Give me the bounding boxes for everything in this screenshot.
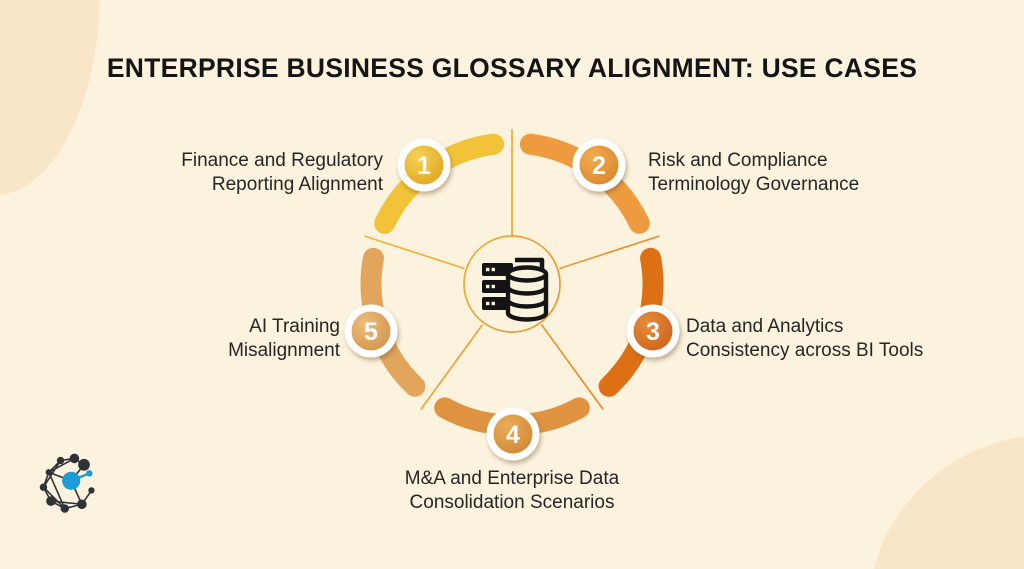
server-leds	[486, 267, 495, 306]
badge-5-disc	[351, 311, 391, 351]
badge-3: 3	[626, 304, 680, 358]
badge-2-number: 2	[592, 152, 606, 180]
use-case-label-2: Risk and Compliance Terminology Governan…	[648, 149, 859, 196]
wheel-badges: 1 2 3 4 5	[344, 138, 680, 461]
use-case-4-line1: M&A and Enterprise Data	[404, 468, 620, 489]
badge-2: 2	[572, 138, 626, 192]
use-case-2-line2: Terminology Governance	[648, 173, 860, 195]
use-case-5-line1: AI Training	[249, 316, 340, 337]
badge-3-number: 3	[646, 318, 660, 346]
use-case-2-line1: Risk and Compliance	[648, 150, 828, 171]
divider-spoke-bottom-left	[420, 324, 484, 410]
use-case-5-line2: Misalignment	[228, 339, 340, 361]
use-case-3-line1: Data and Analytics	[686, 316, 844, 337]
server-stack	[482, 263, 513, 310]
use-case-4-line2: Consolidation Scenarios	[409, 491, 615, 513]
database-server-icon	[482, 257, 549, 322]
use-case-1-line1: Finance and Regulatory	[181, 150, 383, 171]
divider-spoke-bottom-right	[540, 324, 604, 410]
logo-nodes	[39, 453, 95, 513]
badge-5: 5	[344, 304, 398, 358]
badge-2-disc	[579, 145, 619, 185]
badge-4-number: 4	[506, 421, 520, 449]
divider-spoke-left	[364, 235, 465, 270]
database-cylinder	[505, 265, 549, 322]
page-title: ENTERPRISE BUSINESS GLOSSARY ALIGNMENT: …	[106, 53, 918, 83]
badge-1-disc	[404, 145, 444, 185]
network-sphere-logo	[39, 453, 95, 513]
badge-3-disc	[633, 311, 673, 351]
wheel-thin-lines	[364, 129, 660, 410]
divider-spoke-right	[559, 235, 660, 270]
use-case-label-4: M&A and Enterprise Data Consolidation Sc…	[405, 467, 619, 514]
use-case-label-3: Data and Analytics Consistency across BI…	[686, 315, 923, 362]
use-case-label-1: Finance and Regulatory Reporting Alignme…	[181, 149, 383, 196]
badge-4-disc	[493, 414, 533, 454]
badge-4: 4	[486, 407, 540, 461]
use-case-label-5: AI Training Misalignment	[228, 315, 340, 362]
use-case-3-line2: Consistency across BI Tools	[686, 339, 924, 361]
badge-1: 1	[397, 138, 451, 192]
badge-1-number: 1	[417, 152, 431, 180]
logo-accent	[62, 470, 93, 490]
badge-5-number: 5	[364, 318, 378, 346]
use-case-1-line2: Reporting Alignment	[211, 173, 383, 195]
